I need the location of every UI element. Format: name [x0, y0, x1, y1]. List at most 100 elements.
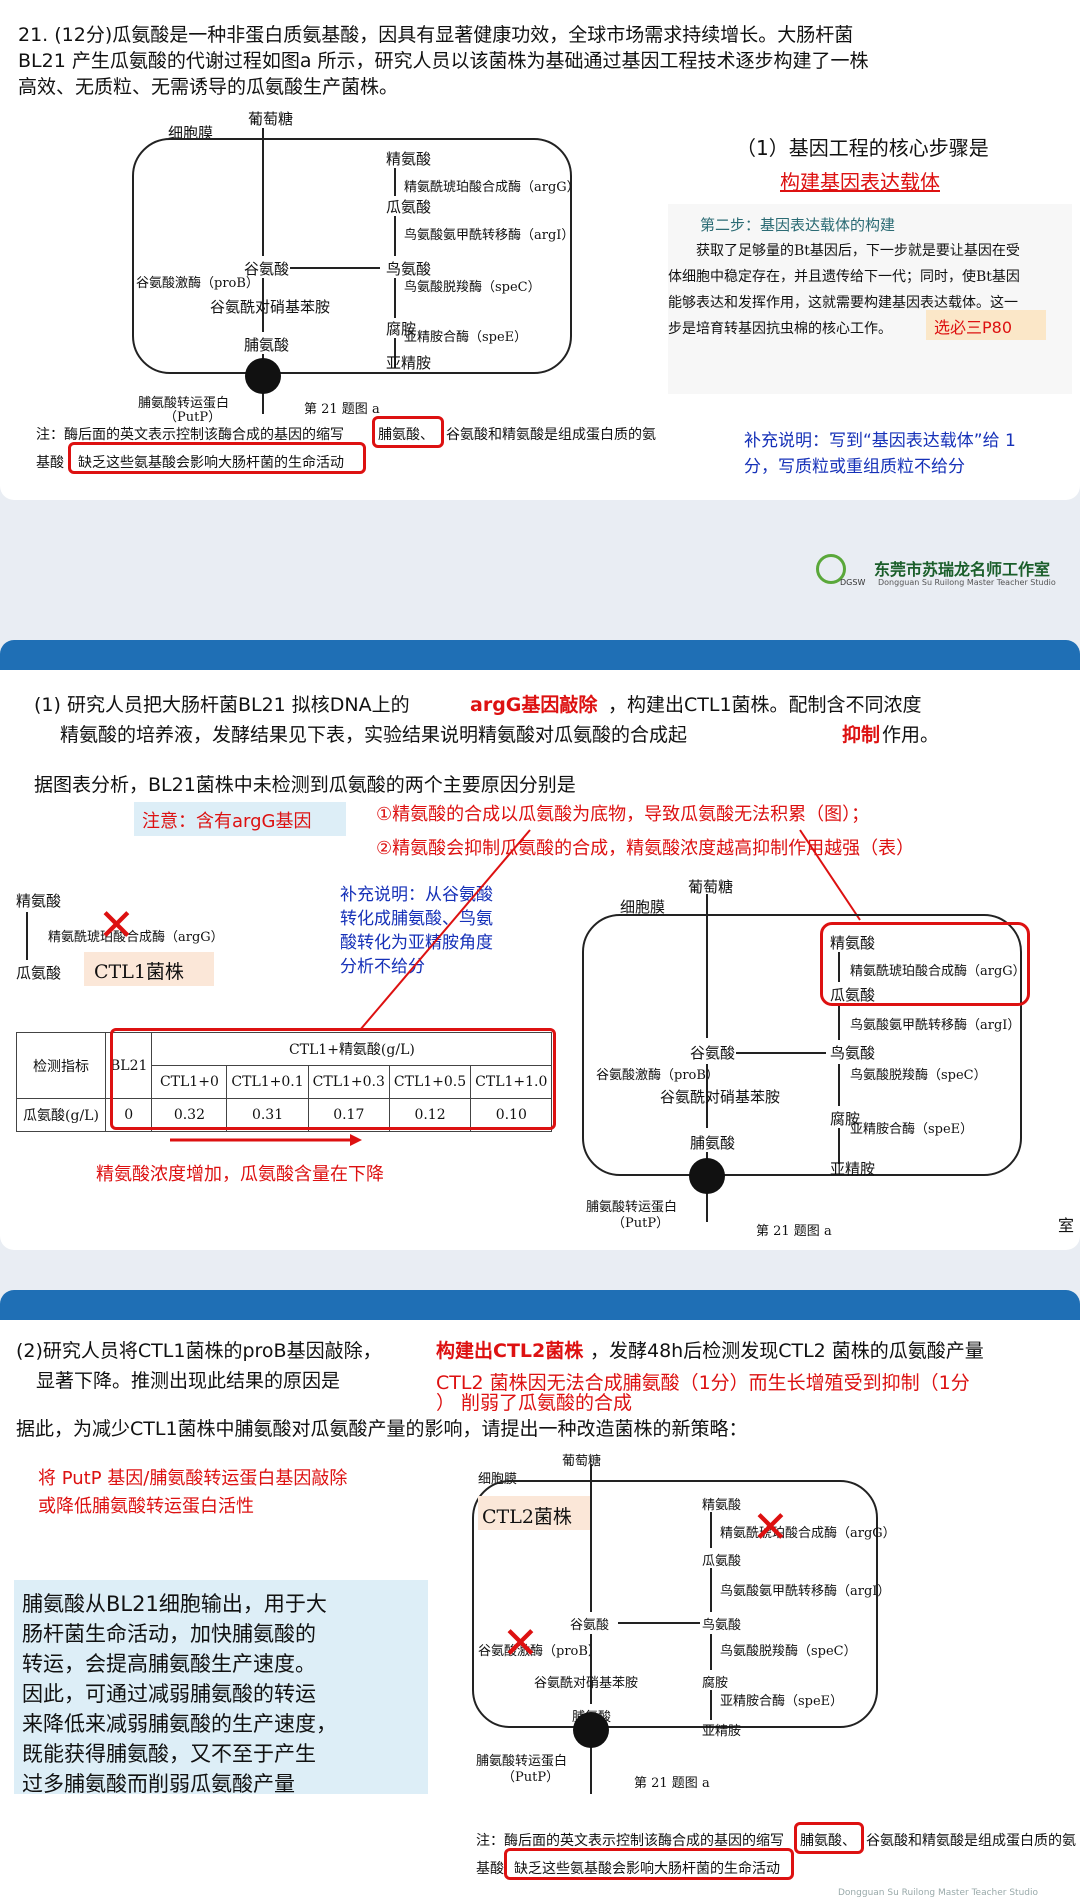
- th-col: CTL1+1.0: [470, 1065, 553, 1099]
- cell: 0.31: [226, 1098, 309, 1132]
- result-table: 检测指标 BL21 CTL1+精氨酸(g/L) CTL1+0 CTL1+0.1 …: [16, 1032, 553, 1132]
- cross-icon: ✕: [752, 1502, 789, 1553]
- fig-speC: 鸟氨酸脱羧酶（speC）: [404, 280, 541, 295]
- strategy-2: 或降低脯氨酸转运蛋白活性: [38, 1496, 254, 1517]
- slide-2: (1) 研究人员把大肠杆菌BL21 拟核DNA上的 argG基因敲除 ，构建出C…: [0, 640, 1080, 1250]
- q3-text: 据此，为减少CTL1菌株中脯氨酸对瓜氨酸产量的影响，请提出一种改造菌株的新策略：: [16, 1418, 748, 1440]
- q1-part-f: 作用。: [882, 724, 940, 746]
- highlight-box: [110, 1028, 556, 1130]
- explanation-line: 既能获得脯氨酸，又不至于产生: [22, 1742, 316, 1766]
- slide-3: (2)研究人员将CTL1菌株的proB基因敲除， 构建出CTL2菌株 ，发酵48…: [0, 1290, 1080, 1903]
- reference-tag: 选必三P80: [926, 310, 1046, 340]
- q2-text: 显著下降。推测出现此结果的原因是: [36, 1370, 341, 1392]
- footer-text: Dongguan Su Ruilong Master Teacher Studi…: [838, 1888, 1038, 1898]
- th-index: 检测指标: [16, 1032, 106, 1099]
- arrow-note: 精氨酸浓度增加，瓜氨酸含量在下降: [96, 1164, 384, 1185]
- fig-argG: 精氨酰琥珀酸合成酶（argG）: [720, 1526, 896, 1541]
- excerpt-line: 能够表达和发挥作用，这就需要构建基因表达载体。这一: [668, 295, 1018, 311]
- supp-line: 补充说明：从谷氨酸: [340, 885, 493, 905]
- frag-citrulline: 瓜氨酸: [16, 964, 62, 982]
- cell: 0.12: [388, 1098, 472, 1132]
- fig-putp-abbr: （PutP）: [612, 1216, 670, 1231]
- explanation-line: 因此，可通过减弱脯氨酸的转运: [22, 1682, 316, 1706]
- note-b: 脯氨酸、: [800, 1833, 856, 1849]
- question-line-2: BL21 产生瓜氨酸的代谢过程如图a 所示，研究人员以该菌株为基础通过基因工程技…: [18, 50, 869, 72]
- cell: 0.32: [151, 1098, 228, 1132]
- fig-argI: 鸟氨酸氨甲酰转移酶（argI）: [850, 1018, 1021, 1033]
- fig-speE: 亚精胺合酶（speE）: [404, 330, 528, 345]
- supp-line: 转化成脯氨酸、鸟氨: [340, 909, 493, 929]
- fig-speC: 鸟氨酸脱羧酶（speC）: [720, 1644, 857, 1659]
- cell: 0.17: [307, 1098, 390, 1132]
- cell-membrane: [472, 1480, 878, 1728]
- excerpt-line: 体细胞中稳定存在，并且遗传给下一代；同时，使Bt基因: [668, 269, 1020, 285]
- logo-abbr: DGSW: [840, 578, 866, 587]
- fig-speC: 鸟氨酸脱羧酶（speC）: [850, 1068, 987, 1083]
- answer-1: 构建基因表达载体: [780, 170, 940, 194]
- explanation-box: 脯氨酸从BL21细胞输出，用于大 肠杆菌生命活动，加快脯氨酸的 转运，会提高脯氨…: [14, 1580, 428, 1796]
- q1-part-b: argG基因敲除: [470, 694, 598, 716]
- note-text: 注意：含有argG基因: [142, 811, 312, 832]
- answer-line-2: ） 削弱了瓜氨酸的合成: [436, 1392, 633, 1414]
- fig-putrescine: 腐胺: [386, 320, 417, 338]
- fig-speE: 亚精胺合酶（speE）: [720, 1694, 844, 1709]
- textbook-excerpt: 第二步：基因表达载体的构建 获取了足够量的Bt基因后，下一步就是要让基因在受 体…: [668, 204, 1072, 394]
- fig-proline: 脯氨酸: [690, 1134, 736, 1152]
- cross-icon: ✕: [502, 1618, 539, 1669]
- note-d: 基酸: [36, 455, 64, 471]
- fig-speE: 亚精胺合酶（speE）: [850, 1122, 974, 1137]
- fig-spermidine: 亚精胺: [830, 1160, 876, 1178]
- q1-part-c: ，构建出CTL1菌株。配制含不同浓度: [608, 694, 922, 716]
- logo-text: 东莞市苏瑞龙名师工作室: [874, 560, 1051, 579]
- fig-putp-abbr: （PutP）: [502, 1770, 560, 1785]
- figure-a-copy: 葡萄糖 细胞膜 谷氨酸 鸟氨酸 精氨酸 精氨酰琥珀酸合成酶（argG） 瓜氨酸 …: [560, 876, 1060, 1246]
- figure-a-ctl2: 葡萄糖 细胞膜 CTL2菌株 谷氨酸 鸟氨酸 精氨酸 精氨酰琥珀酸合成酶（arg…: [462, 1450, 896, 1810]
- q2-text: 据图表分析，BL21菌株中未检测到瓜氨酸的两个主要原因分别是: [34, 774, 576, 796]
- fig-argG: 精氨酰琥珀酸合成酶（argG）: [850, 964, 1026, 979]
- fig-ornithine: 鸟氨酸: [702, 1618, 742, 1633]
- fig-caption: 第 21 题图 a: [634, 1776, 710, 1791]
- fig-spermidine: 亚精胺: [386, 354, 432, 372]
- supp-line: 分析不给分: [340, 957, 425, 977]
- q1-part-b: 构建出CTL2菌株: [436, 1340, 584, 1362]
- fig-membrane: 细胞膜: [620, 898, 666, 916]
- fig-caption: 第 21 题图 a: [304, 402, 380, 417]
- fig-ornithine: 鸟氨酸: [830, 1044, 876, 1062]
- highlight-box: [794, 1822, 864, 1854]
- supplement-1: 补充说明：写到“基因表达载体”给 1: [744, 431, 1016, 451]
- note-c: 谷氨酸和精氨酸是组成蛋白质的氨: [866, 1833, 1076, 1849]
- fig-putp: 脯氨酸转运蛋白: [138, 396, 230, 411]
- q1-part-e: 抑制: [842, 724, 881, 746]
- q1-part-c: ，发酵48h后检测发现CTL2 菌株的瓜氨酸产量: [590, 1340, 984, 1362]
- th-col: CTL1+0.3: [307, 1065, 390, 1099]
- ctl1-fragment: 精氨酸 精氨酰琥珀酸合成酶（argG） 瓜氨酸 ✕ CTL1菌株: [14, 880, 274, 1000]
- fig-nitroanilide: 谷氨酰对硝基苯胺: [660, 1088, 781, 1106]
- putp-protein-dot: [245, 358, 281, 394]
- note-e: 缺乏这些氨基酸会影响大肠杆菌的生命活动: [78, 455, 344, 471]
- explanation-line: 过多脯氨酸而削弱瓜氨酸产量: [22, 1772, 295, 1796]
- th-group: CTL1+精氨酸(g/L): [151, 1032, 553, 1066]
- fig-glucose: 葡萄糖: [248, 110, 294, 128]
- note-a: 注：酶后面的英文表示控制该酶合成的基因的缩写: [36, 427, 344, 443]
- frag-argG: 精氨酰琥珀酸合成酶（argG）: [48, 930, 224, 945]
- fig-glutamate: 谷氨酸: [690, 1044, 736, 1062]
- excerpt-line: 步是培育转基因抗虫棉的核心工作。: [668, 321, 892, 337]
- row-label: 瓜氨酸(g/L): [16, 1098, 106, 1132]
- explanation-line: 肠杆菌生命活动，加快脯氨酸的: [22, 1622, 316, 1646]
- figure-a: 葡萄糖 细胞膜 谷氨酸 鸟氨酸 精氨酸 精氨酰琥珀酸合成酶（argG） 瓜氨酸 …: [0, 100, 580, 430]
- q1-part-d: 精氨酸的培养液，发酵结果见下表，实验结果说明精氨酸对瓜氨酸的合成起: [60, 724, 688, 746]
- ctl1-label-box: CTL1菌株: [84, 952, 214, 986]
- fig-argI: 鸟氨酸氨甲酰转移酶（argI）: [404, 228, 575, 243]
- cell: 0.10: [470, 1098, 553, 1132]
- fig-putrescine: 腐胺: [702, 1676, 729, 1691]
- fig-nitroanilide: 谷氨酰对硝基苯胺: [210, 298, 331, 316]
- supp-line: 酸转化为亚精胺角度: [340, 933, 493, 953]
- fig-glucose: 葡萄糖: [562, 1454, 602, 1469]
- sub-question-1: （1）基因工程的核心步骤是: [736, 136, 989, 160]
- explanation-line: 脯氨酸从BL21细胞输出，用于大: [22, 1592, 327, 1616]
- strategy-1: 将 PutP 基因/脯氨酸转运蛋白基因敲除: [38, 1468, 348, 1489]
- answer-line-1: CTL2 菌株因无法合成脯氨酸（1分）而生长增殖受到抑制（1分: [436, 1372, 970, 1394]
- fig-glutamate: 谷氨酸: [244, 260, 290, 278]
- note-d: 基酸: [476, 1861, 504, 1877]
- th-col: CTL1+0.1: [226, 1065, 309, 1099]
